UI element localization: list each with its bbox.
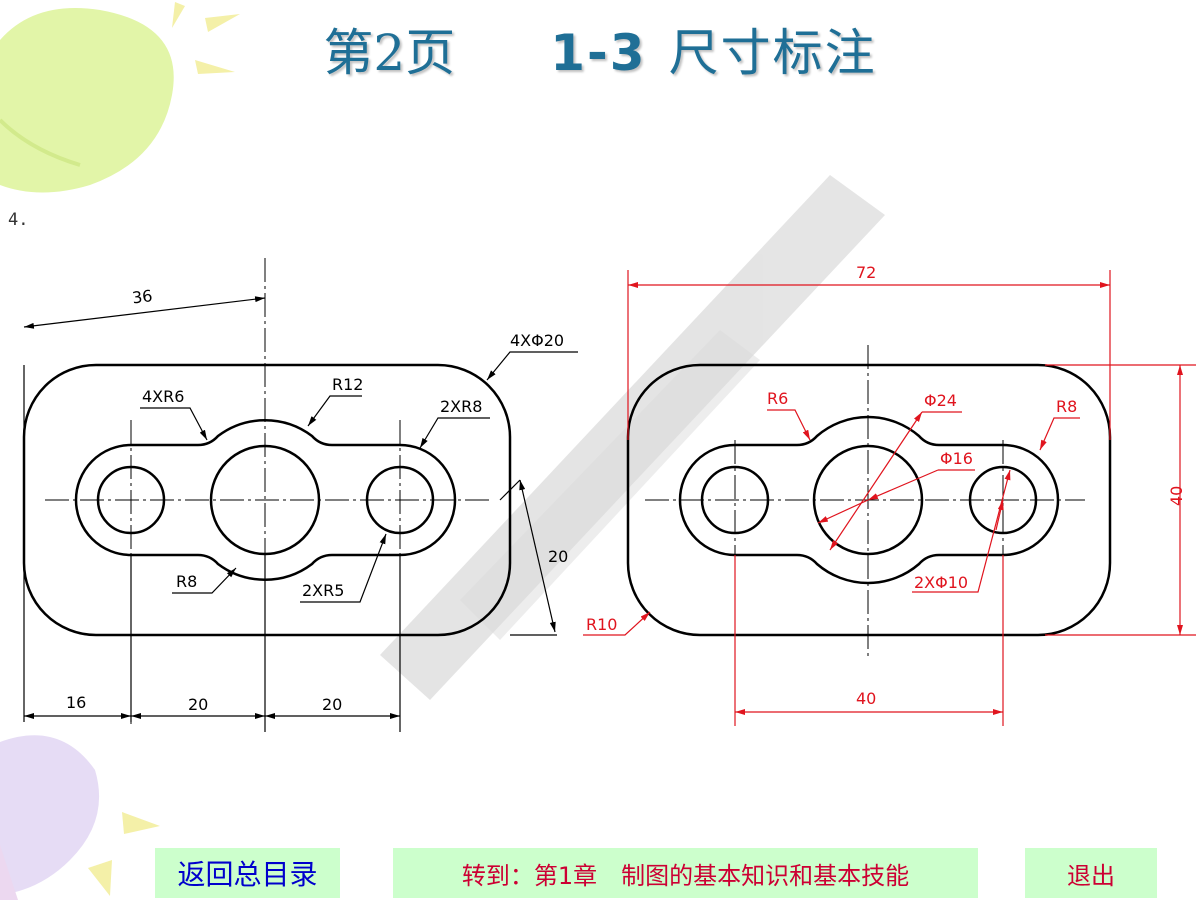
dim-dia24: Φ24: [924, 391, 957, 410]
dim-2x-dia10: 2XΦ10: [914, 573, 968, 592]
dim-40-horizontal: 40: [856, 689, 876, 708]
left-hole-right: [365, 465, 435, 535]
right-centerlines: [645, 345, 1085, 660]
dim-40-vertical: 40: [1167, 486, 1186, 506]
left-hole-left: [96, 465, 166, 535]
dim-r6: R6: [767, 389, 788, 408]
right-hole-right: [968, 465, 1038, 535]
right-hole-left: [700, 465, 770, 535]
green-balloon-icon: [0, 2, 240, 193]
dim-20-b: 20: [322, 695, 342, 714]
dim-20-vertical: 20: [548, 547, 568, 566]
dim-dia16: Φ16: [940, 449, 973, 468]
exit-button[interactable]: 退出: [1025, 848, 1157, 898]
left-dimensions: [23, 296, 578, 732]
section-heading: 1-3 尺寸标注: [550, 13, 876, 85]
dim-4x-dia20: 4XΦ20: [510, 331, 564, 350]
dim-r8-right: R8: [1056, 397, 1077, 416]
left-hole-center: [209, 444, 321, 556]
purple-balloon-icon: [0, 735, 160, 900]
left-dimension-labels: 36 4XΦ20 R12 4XR6 2XR8 R8 2XR5 20 16 20 …: [66, 286, 568, 714]
right-drawing: [626, 345, 1112, 660]
problem-number: 4.: [8, 210, 29, 230]
dim-16: 16: [66, 693, 86, 712]
dim-r8: R8: [176, 572, 197, 591]
dim-20-a: 20: [188, 695, 208, 714]
section-title: 尺寸标注: [668, 24, 877, 82]
section-number: 1-3: [550, 24, 647, 82]
dim-2xr5: 2XR5: [302, 581, 344, 600]
back-to-contents-button[interactable]: 返回总目录: [155, 848, 340, 898]
left-drawing: [22, 258, 578, 732]
dim-72: 72: [856, 263, 876, 282]
dim-r12: R12: [332, 375, 363, 394]
goto-chapter1-button[interactable]: 转到：第1章 制图的基本知识和基本技能: [393, 848, 978, 898]
dim-36: 36: [131, 286, 154, 307]
right-dimension-labels: 72 R6 Φ24 R8 Φ16 40 2XΦ10 R10 40: [586, 263, 1186, 708]
page-title: 第2页 1-3 尺寸标注: [0, 14, 1200, 84]
left-centerlines: [45, 258, 490, 732]
right-outer-outline: [626, 363, 1112, 637]
page-label: 第2页: [323, 24, 456, 82]
right-dimensions: [583, 270, 1196, 726]
dim-r10: R10: [586, 615, 617, 634]
dim-2xr8: 2XR8: [440, 397, 482, 416]
dim-4xr6: 4XR6: [142, 387, 184, 406]
